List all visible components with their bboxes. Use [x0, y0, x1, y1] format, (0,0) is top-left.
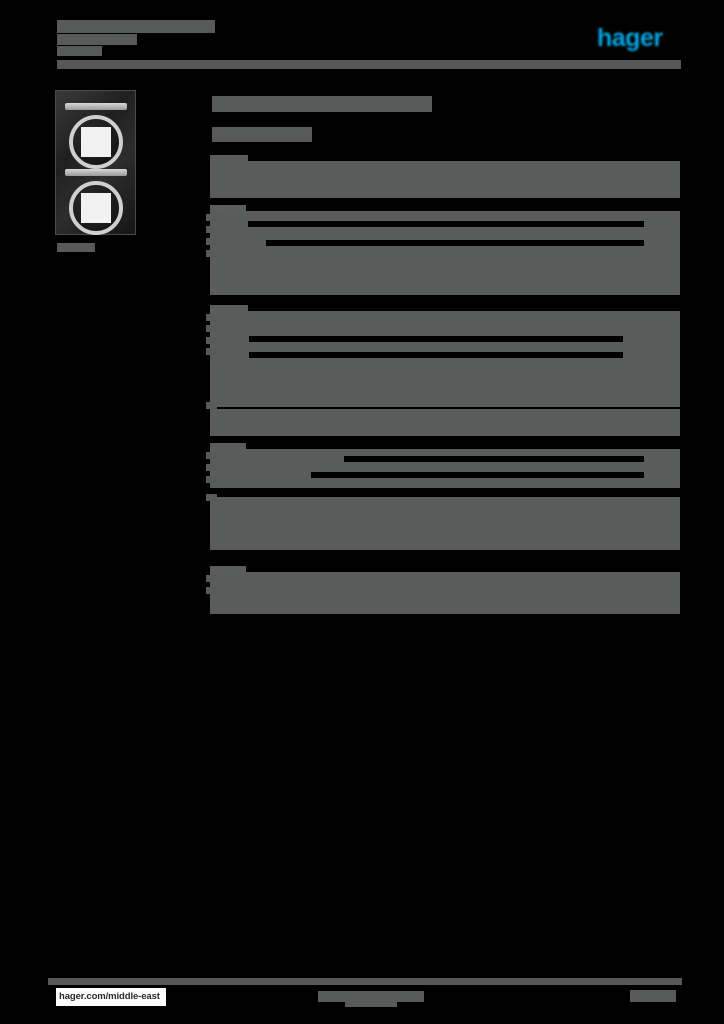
page-title: [212, 96, 432, 112]
hager-logo: hager: [597, 24, 663, 52]
spec-row-label-5-1: [206, 575, 217, 582]
spec-section-3-body: [210, 311, 680, 407]
spec-row-value-gap-3-1: [249, 336, 623, 342]
product-rocker-top: [65, 103, 127, 110]
spec-row-label-4-3: [206, 476, 217, 483]
spec-section-2-label: [210, 205, 246, 214]
header-title-line-1: [57, 20, 215, 33]
product-image-caption: [57, 243, 95, 252]
spec-section-1-label: [210, 155, 248, 164]
header-title-line-3: [57, 46, 102, 56]
spec-row-value-gap-2-1: [248, 221, 644, 227]
product-image: [55, 90, 136, 235]
footer-center-secondary-text: [345, 1002, 397, 1007]
page-subtitle: [212, 127, 312, 142]
spec-section-1-body: [210, 161, 680, 198]
footer-center-text: [318, 991, 424, 1002]
spec-row-label-3-5: [206, 402, 217, 409]
spec-section-3-label: [210, 305, 248, 314]
footer-website-link[interactable]: hager.com/middle-east: [56, 988, 166, 1006]
spec-row-label-2-1: [206, 214, 218, 221]
spec-row-label-4-1: [206, 452, 217, 459]
spec-section-4-body-extra: [210, 497, 680, 550]
product-socket-top: [69, 115, 123, 169]
spec-section-5-body: [210, 572, 680, 614]
product-socket-top-inner: [81, 127, 111, 157]
spec-section-4-label: [210, 443, 246, 452]
spec-row-label-4-4: [206, 494, 217, 501]
spec-row-label-2-2: [206, 226, 218, 233]
product-rocker-bottom: [65, 169, 127, 176]
footer-page-number: [630, 990, 676, 1002]
spec-section-4-body: [210, 449, 680, 488]
product-socket-bottom-inner: [81, 193, 111, 223]
footer-divider-rule: [48, 978, 682, 985]
spec-section-5-label: [210, 566, 246, 575]
spec-row-label-3-2: [206, 325, 217, 332]
spec-row-label-2-3: [206, 238, 218, 245]
spec-row-label-4-2: [206, 464, 217, 471]
spec-row-value-gap-4-2: [311, 472, 644, 478]
spec-row-value-gap-3-2: [249, 352, 623, 358]
spec-row-label-3-3: [206, 337, 217, 344]
header-title-line-2: [57, 34, 137, 45]
spec-row-value-gap-4-1: [344, 456, 644, 462]
product-socket-bottom: [69, 181, 123, 235]
spec-row-label-5-2: [206, 587, 217, 594]
spec-section-3-body-extra: [210, 409, 680, 436]
spec-row-label-3-4: [206, 348, 217, 355]
header-divider-rule: [57, 60, 681, 69]
spec-row-label-2-4: [206, 250, 218, 257]
spec-row-value-gap-2-2: [266, 240, 644, 246]
spec-row-label-3-1: [206, 314, 217, 321]
product-frame-body: [55, 90, 136, 235]
